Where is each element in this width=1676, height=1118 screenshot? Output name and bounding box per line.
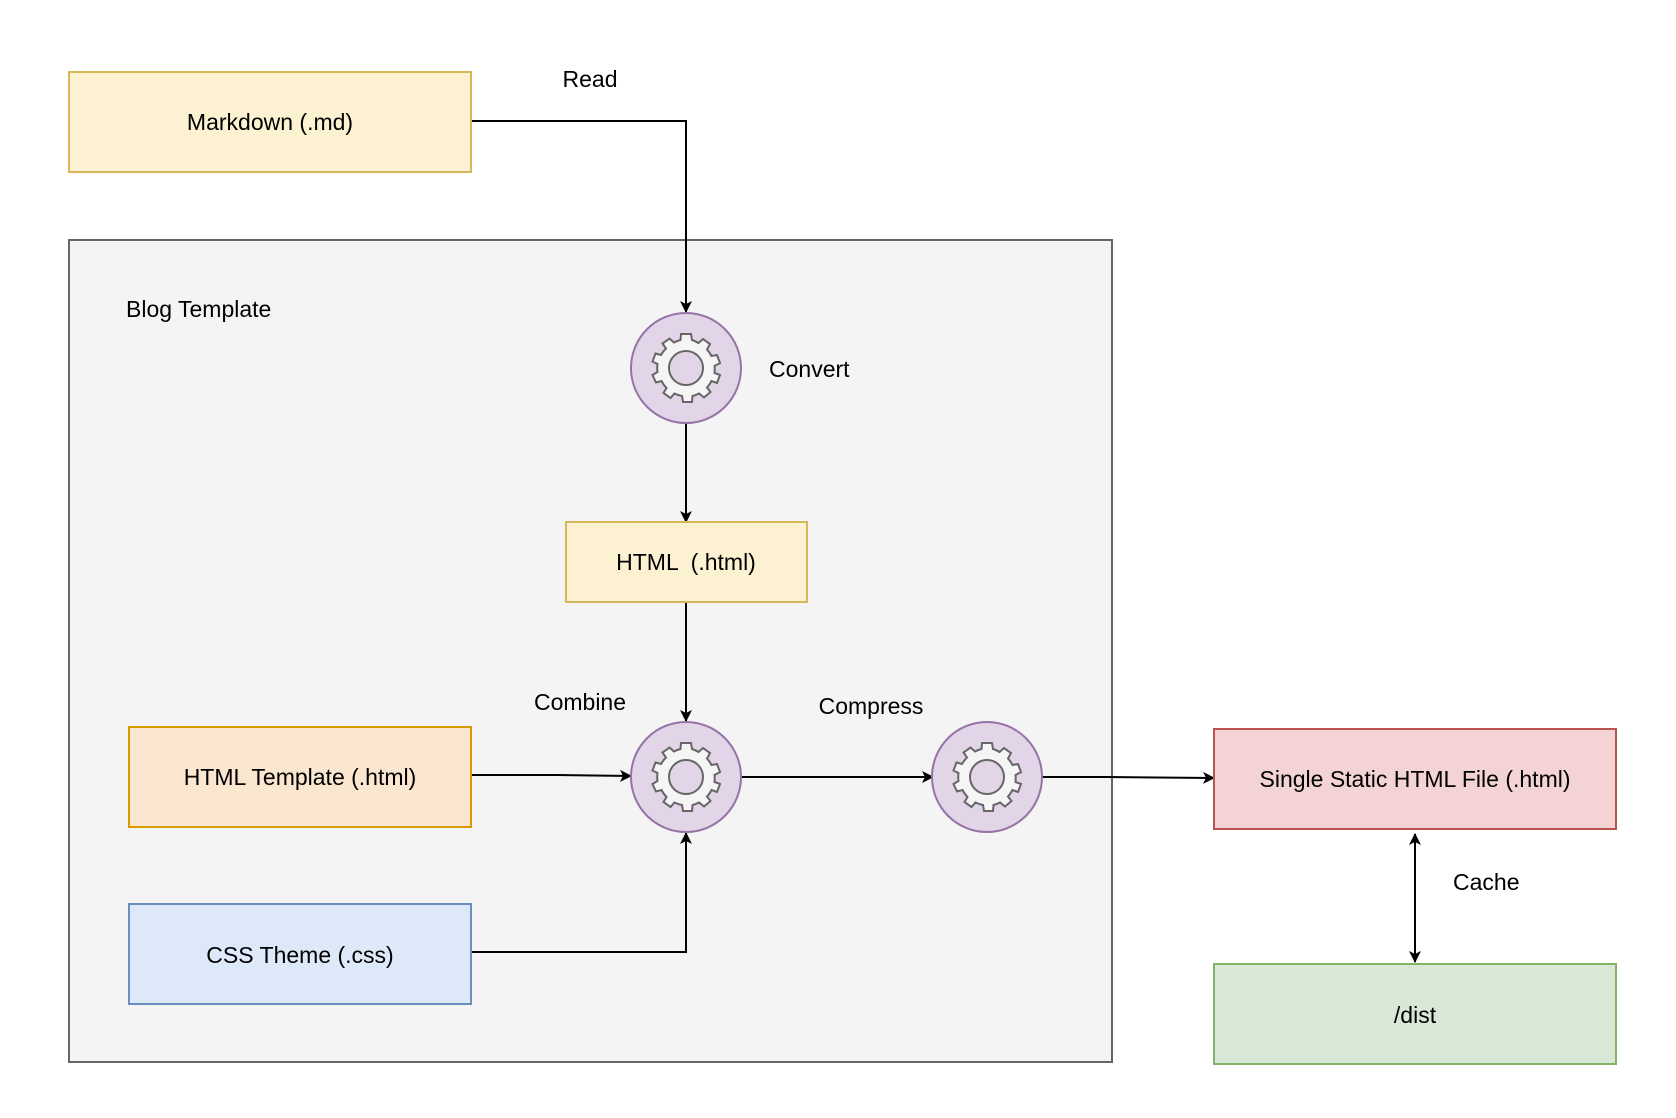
node-html-template[interactable]: HTML Template (.html): [128, 726, 472, 828]
node-html-template-label: HTML Template (.html): [184, 764, 417, 790]
edge-label-cache: Cache: [1453, 869, 1519, 895]
node-markdown[interactable]: Markdown (.md): [68, 71, 472, 173]
node-html-intermediate[interactable]: HTML (.html): [565, 521, 808, 603]
process-compress[interactable]: [931, 721, 1043, 833]
node-html-intermediate-label: HTML (.html): [616, 549, 756, 575]
edge-template-to-combine: [471, 769, 632, 782]
gear-icon: [651, 333, 721, 403]
gear-icon: [952, 742, 1022, 812]
node-css-theme-label: CSS Theme (.css): [206, 942, 393, 968]
node-dist[interactable]: /dist: [1213, 963, 1617, 1065]
edges: [471, 120, 1421, 963]
process-compress-label: Compress: [819, 693, 924, 719]
node-output-label: Single Static HTML File (.html): [1260, 766, 1571, 792]
node-markdown-label: Markdown (.md): [187, 109, 353, 135]
group-title: Blog Template: [126, 296, 271, 322]
process-combine-label: Combine: [534, 689, 626, 715]
gear-icon: [651, 742, 721, 812]
node-dist-label: /dist: [1394, 1002, 1437, 1028]
edge-css-to-combine: [471, 832, 692, 953]
edge-read: [471, 120, 692, 313]
process-convert-label: Convert: [769, 356, 850, 382]
edge-label-read: Read: [563, 66, 618, 92]
node-css-theme[interactable]: CSS Theme (.css): [128, 903, 472, 1005]
process-combine[interactable]: [630, 721, 742, 833]
node-output[interactable]: Single Static HTML File (.html): [1213, 728, 1617, 830]
edge-compress-to-output: [1042, 771, 1215, 784]
process-convert[interactable]: [630, 312, 742, 424]
